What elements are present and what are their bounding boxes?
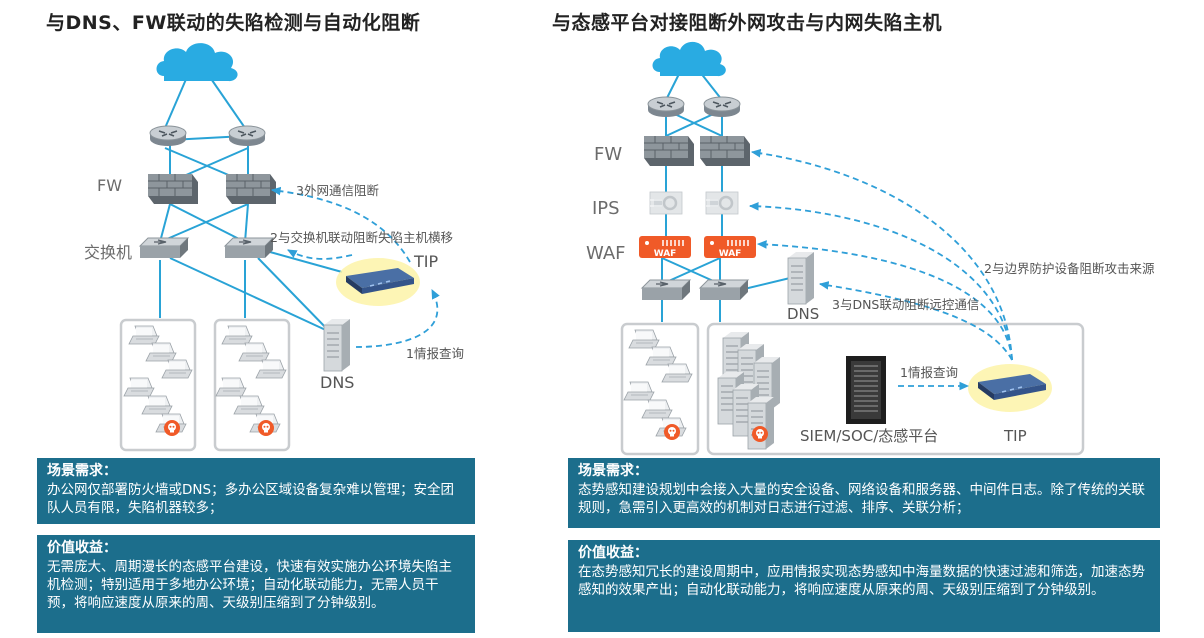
left-step1-label: 1情报查询	[406, 346, 464, 361]
right-ips-icon-1	[648, 190, 684, 216]
left-router-icon-1	[149, 125, 187, 147]
pc-icon	[623, 381, 655, 401]
left-firewall-icon-1	[147, 173, 199, 205]
left-step3-label: 3外网通信阻断	[296, 183, 379, 198]
left-step2-label: 2与交换机联动阻断失陷主机横移	[270, 230, 453, 245]
right-router-icon-2	[703, 96, 741, 118]
skull-icon	[258, 420, 274, 436]
skull-icon	[664, 424, 680, 440]
skull-icon	[164, 420, 180, 436]
right-step1-label: 1情报查询	[900, 365, 958, 380]
left-dashed-arrows	[270, 186, 440, 348]
pc-icon	[141, 395, 173, 415]
right-dns-server-icon	[787, 251, 815, 305]
left-switch-icon-1	[139, 237, 189, 259]
left-office-area-2	[213, 318, 291, 452]
left-tip-appliance-icon	[335, 257, 421, 307]
right-scene-text: 态势感知建设规划中会接入大量的安全设备、网络设备和服务器、中间件日志。除了传统的…	[578, 482, 1145, 516]
left-dns-server-icon	[323, 318, 351, 372]
siem-rack-server-icon	[845, 355, 887, 425]
waf-device-label: WAF	[719, 249, 742, 259]
left-cloud-icon	[156, 43, 238, 82]
right-datacenter-area	[706, 322, 1085, 456]
left-fw-label: FW	[97, 176, 122, 195]
right-value-text: 在态势感知冗长的建设周期中，应用情报实现态势感知中海量数据的快速过滤和筛选，加速…	[578, 564, 1145, 598]
left-office-area-1	[119, 318, 197, 452]
left-switch-icon-2	[224, 237, 274, 259]
left-scene-box: 场景需求： 办公网仅部署防火墙或DNS；多办公区域设备复杂难以管理；安全团队人员…	[37, 458, 475, 524]
right-dashed-arrows	[748, 148, 1013, 391]
right-cloud-icon	[652, 41, 726, 77]
right-dns-label: DNS	[787, 305, 819, 323]
pc-icon	[128, 325, 160, 345]
pc-icon	[661, 363, 693, 383]
right-scene-heading: 场景需求：	[578, 463, 648, 479]
right-fw-label: FW	[594, 144, 622, 165]
right-office-area	[620, 322, 700, 456]
right-value-box: 价值收益： 在态势感知冗长的建设周期中，应用情报实现态势感知中海量数据的快速过滤…	[568, 540, 1160, 632]
right-switch-icon-1	[641, 279, 691, 301]
left-scene-heading: 场景需求：	[47, 463, 117, 479]
left-firewall-icon-2	[225, 173, 277, 205]
pc-icon	[233, 395, 265, 415]
right-title: 与态感平台对接阻断外网攻击与内网失陷主机	[552, 12, 943, 34]
pc-icon	[215, 377, 247, 397]
pc-icon	[123, 377, 155, 397]
right-scene-box: 场景需求： 态势感知建设规划中会接入大量的安全设备、网络设备和服务器、中间件日志…	[568, 458, 1160, 528]
right-tip-appliance-icon	[967, 363, 1053, 413]
right-waf-icon-1: WAF	[638, 235, 692, 259]
right-waf-label: WAF	[586, 243, 625, 264]
skull-icon	[752, 426, 768, 442]
left-tip-label: TIP	[413, 252, 438, 271]
pc-icon	[645, 346, 677, 366]
left-value-box: 价值收益： 无需庞大、周期漫长的态感平台建设，快速有效实施办公环境失陷主机检测；…	[37, 535, 475, 633]
right-switch-icon-2	[699, 279, 749, 301]
pc-icon	[641, 399, 673, 419]
right-tip-label: TIP	[1003, 427, 1027, 445]
left-value-text: 无需庞大、周期漫长的态感平台建设，快速有效实施办公环境失陷主机检测；特别适用于多…	[47, 559, 452, 611]
left-dns-label: DNS	[320, 373, 354, 392]
right-firewall-icon-1	[643, 135, 695, 167]
right-router-icon-1	[647, 96, 685, 118]
right-step2-label: 2与边界防护设备阻断攻击来源	[984, 261, 1155, 276]
left-title: 与DNS、FW联动的失陷检测与自动化阻断	[46, 12, 421, 34]
left-router-icon-2	[228, 125, 266, 147]
left-scene-text: 办公网仅部署防火墙或DNS；多办公区域设备复杂难以管理；安全团队人员有限，失陷机…	[47, 482, 455, 516]
pc-icon	[221, 325, 253, 345]
right-ips-icon-2	[704, 190, 740, 216]
pc-icon	[628, 329, 660, 349]
pc-icon	[145, 342, 177, 362]
right-ips-label: IPS	[592, 198, 620, 219]
right-waf-icon-2: WAF	[703, 235, 757, 259]
right-step3-label: 3与DNS联动阻断远控通信	[832, 297, 979, 312]
right-firewall-icon-2	[699, 135, 751, 167]
pc-icon	[161, 359, 193, 379]
right-value-heading: 价值收益：	[578, 545, 648, 561]
left-switch-label: 交换机	[84, 243, 132, 262]
left-value-heading: 价值收益：	[47, 540, 117, 556]
pc-icon	[238, 342, 270, 362]
right-siem-label: SIEM/SOC/态感平台	[800, 427, 938, 445]
waf-device-label: WAF	[654, 249, 677, 259]
pc-icon	[255, 359, 287, 379]
